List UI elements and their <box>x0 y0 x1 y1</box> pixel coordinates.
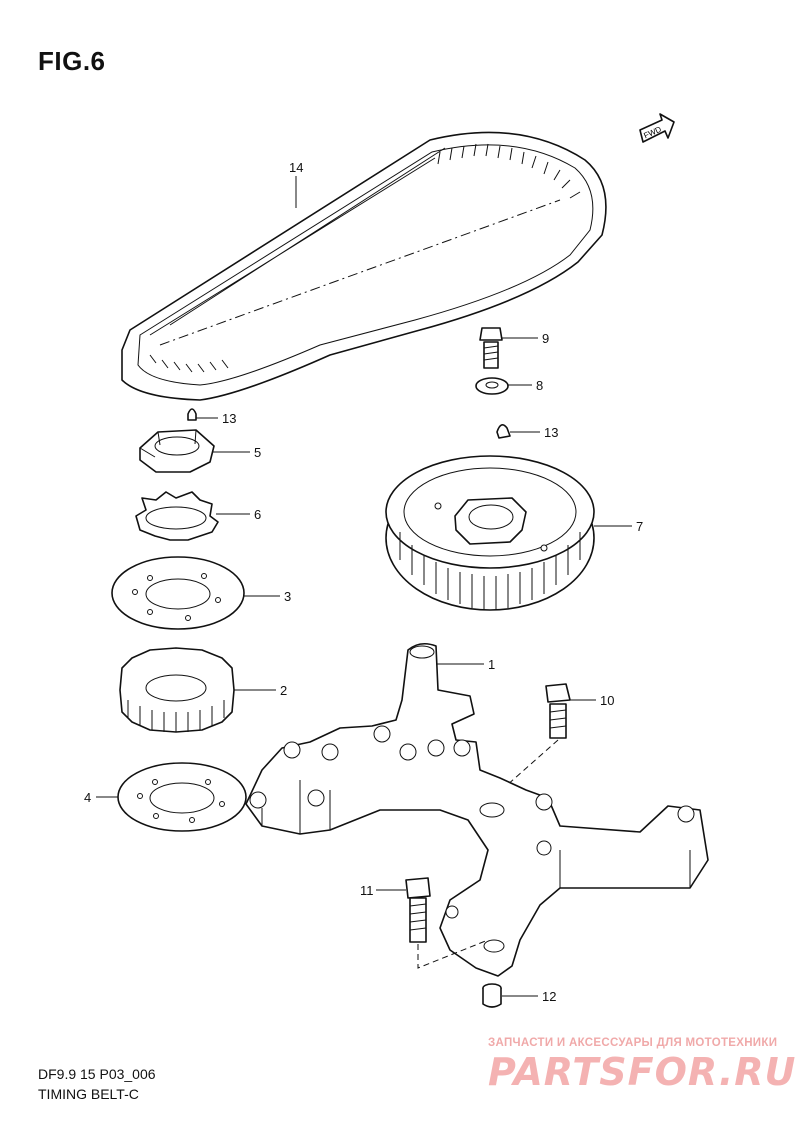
callout-3: 3 <box>244 589 291 604</box>
washer <box>475 377 509 395</box>
svg-text:1: 1 <box>488 657 495 672</box>
callout-1: 1 <box>436 657 495 672</box>
svg-text:14: 14 <box>289 160 303 175</box>
callout-13-lower: 13 <box>510 425 558 440</box>
dowel-pin <box>482 983 502 1008</box>
svg-text:10: 10 <box>600 693 614 708</box>
bolt-long <box>405 877 489 969</box>
callout-2: 2 <box>234 683 287 698</box>
svg-text:3: 3 <box>284 589 291 604</box>
diagram-caption: TIMING BELT-C <box>38 1086 139 1102</box>
hex-nut <box>139 429 215 473</box>
callout-8: 8 <box>508 378 543 393</box>
figure-title: FIG.6 <box>38 46 106 76</box>
svg-text:5: 5 <box>254 445 261 460</box>
svg-text:13: 13 <box>222 411 236 426</box>
callout-13-upper: 13 <box>196 411 236 426</box>
svg-text:8: 8 <box>536 378 543 393</box>
svg-text:7: 7 <box>636 519 643 534</box>
callout-10: 10 <box>568 693 614 708</box>
callout-7: 7 <box>594 519 643 534</box>
svg-text:2: 2 <box>280 683 287 698</box>
woodruff-key-lower <box>496 424 511 439</box>
timing-belt <box>121 131 607 401</box>
callout-12: 12 <box>502 989 556 1004</box>
bolt-small <box>479 327 503 369</box>
tab-lock-washer <box>135 491 219 541</box>
callout-11: 11 <box>360 883 406 898</box>
callout-6: 6 <box>216 507 261 522</box>
callout-14: 14 <box>289 160 303 208</box>
watermark-subtitle: ЗАПЧАСТИ И АКСЕССУАРЫ ДЛЯ МОТОТЕХНИКИ <box>488 1037 778 1049</box>
svg-text:4: 4 <box>84 790 91 805</box>
svg-text:11: 11 <box>360 883 374 898</box>
callouts: 14 9 8 13 13 5 6 7 3 1 2 10 4 11 12 <box>84 160 643 1004</box>
fwd-arrow-icon: FWD <box>639 113 675 143</box>
svg-text:13: 13 <box>544 425 558 440</box>
woodruff-key-upper <box>187 408 197 421</box>
svg-text:12: 12 <box>542 989 556 1004</box>
mounting-bracket <box>245 642 709 977</box>
svg-text:9: 9 <box>542 331 549 346</box>
svg-text:6: 6 <box>254 507 261 522</box>
guide-plate-lower <box>117 762 247 832</box>
watermark-logo: PARTSFOR.RU <box>488 1050 797 1094</box>
bolt-medium <box>487 683 571 803</box>
driven-pulley <box>385 455 595 611</box>
callout-9: 9 <box>502 331 549 346</box>
callout-4: 4 <box>84 790 118 805</box>
crankshaft-pulley <box>119 647 235 733</box>
diagram-code: DF9.9 15 P03_006 <box>38 1066 156 1082</box>
callout-5: 5 <box>212 445 261 460</box>
guide-plate-upper <box>111 556 245 630</box>
